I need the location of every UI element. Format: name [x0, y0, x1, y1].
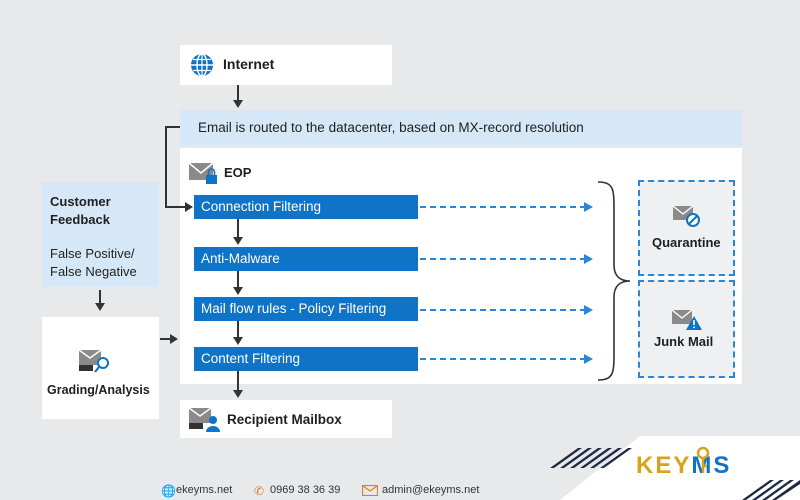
arrow-step-3-4 — [237, 321, 239, 338]
recipient-box: Recipient Mailbox — [180, 400, 392, 438]
arrow-step-1-2 — [237, 219, 239, 237]
internet-box: Internet — [180, 45, 392, 85]
route-banner-text: Email is routed to the datacenter, based… — [198, 120, 584, 135]
footer-phone[interactable]: 0969 38 36 39 — [270, 484, 341, 496]
grading-box: Grading/Analysis — [42, 317, 159, 419]
step-anti-malware: Anti-Malware — [194, 247, 418, 271]
customer-feedback-body-2: False Negative — [50, 264, 137, 279]
dashed-arrow-2 — [420, 258, 586, 260]
customer-feedback-title-1: Customer — [50, 194, 111, 209]
globe-icon — [191, 53, 213, 77]
feedback-line-bottom — [165, 206, 185, 208]
arrow-head — [233, 337, 243, 345]
brace — [597, 181, 631, 381]
internet-label: Internet — [223, 56, 275, 72]
footer-website[interactable]: ekeyms.net — [176, 484, 233, 496]
customer-feedback-box: Customer Feedback False Positive/ False … — [42, 182, 159, 287]
arrow-head — [95, 303, 105, 311]
arrow-head — [170, 334, 178, 344]
dashed-arrow-head — [584, 354, 593, 364]
mail-user-icon — [188, 407, 220, 432]
feedback-line-top — [165, 126, 180, 128]
arrow-head — [233, 237, 243, 245]
dashed-arrow-head — [584, 305, 593, 315]
globe-icon: 🌐 — [161, 484, 176, 498]
phone-icon: ✆ — [254, 484, 265, 498]
quarantine-label: Quarantine — [652, 235, 721, 250]
key-icon — [696, 446, 710, 473]
arrow-head — [185, 202, 193, 212]
dashed-arrow-head — [584, 202, 593, 212]
brand-logo: KEYMS — [636, 452, 731, 480]
arrow-head — [233, 100, 243, 108]
route-banner: Email is routed to the datacenter, based… — [180, 110, 742, 146]
arrow-head — [233, 390, 243, 398]
logo-text-left: KEY — [636, 452, 692, 479]
envelope-icon — [362, 485, 378, 496]
arrow-grading-right — [160, 338, 172, 340]
footer-email[interactable]: admin@ekeyms.net — [382, 484, 480, 496]
step-content-filtering: Content Filtering — [194, 347, 418, 371]
eop-label: EOP — [224, 165, 252, 180]
recipient-label: Recipient Mailbox — [227, 412, 342, 427]
dashed-arrow-1 — [420, 206, 586, 208]
junk-panel: Junk Mail — [638, 280, 735, 378]
feedback-line-vertical — [165, 126, 167, 207]
dashed-arrow-3 — [420, 309, 586, 311]
arrow-head — [233, 287, 243, 295]
mail-search-icon — [78, 349, 109, 373]
arrow-step-4-recipient — [237, 371, 239, 391]
arrow-step-2-3 — [237, 271, 239, 288]
arrow-internet-down — [237, 85, 239, 101]
logo-text-right: MS — [691, 452, 732, 479]
mail-blocked-icon — [672, 205, 700, 227]
quarantine-panel: Quarantine — [638, 180, 735, 276]
customer-feedback-title-2: Feedback — [50, 212, 110, 227]
junk-label: Junk Mail — [654, 334, 714, 349]
decorative-stripes — [550, 436, 800, 500]
step-policy-filtering: Mail flow rules - Policy Filtering — [194, 297, 418, 321]
step-connection-filtering: Connection Filtering — [194, 195, 418, 219]
mail-lock-icon — [188, 162, 217, 184]
arrow-feedback-down — [99, 290, 101, 304]
dashed-arrow-4 — [420, 358, 586, 360]
grading-label: Grading/Analysis — [47, 383, 150, 397]
customer-feedback-body-1: False Positive/ — [50, 246, 135, 261]
mail-warning-icon — [671, 309, 702, 330]
dashed-arrow-head — [584, 254, 593, 264]
